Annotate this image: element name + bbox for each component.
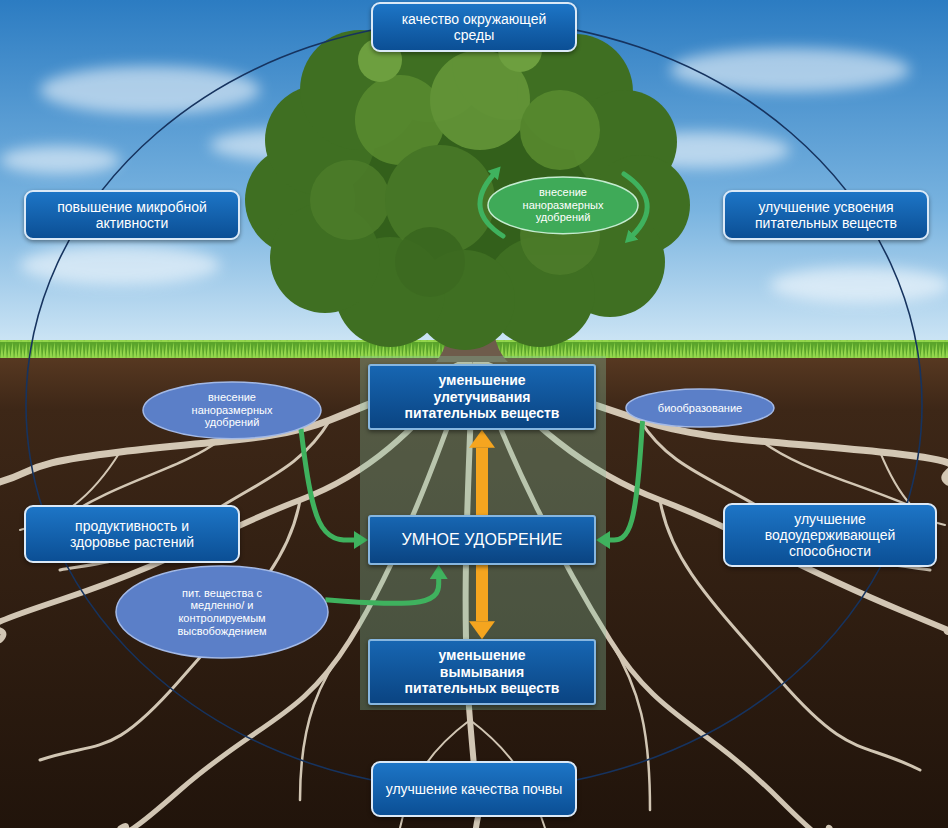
outcome-box: улучшение усвоения питательных веществ <box>723 190 929 240</box>
soil <box>0 352 948 828</box>
oval-shape <box>116 566 328 658</box>
cloud <box>770 267 948 303</box>
core-box: УМНОЕ УДОБРЕНИЕ <box>368 515 596 565</box>
method-oval: внесение наноразмерных удобрений <box>487 176 639 235</box>
influence-arrow <box>610 421 643 540</box>
highlight-panel <box>360 356 606 710</box>
node-text: внесение наноразмерных удобрений <box>513 186 613 224</box>
soil <box>0 352 948 828</box>
highlight-panel <box>360 356 606 710</box>
node-text: УМНОЕ УДОБРЕНИЕ <box>402 531 563 550</box>
influence-arrow <box>301 429 354 540</box>
cycle-circle <box>26 20 922 790</box>
sky <box>0 0 948 352</box>
cloud <box>670 48 910 92</box>
flow-arrow <box>476 448 488 515</box>
node-text: качество окружающей среды <box>384 11 564 43</box>
method-oval: внесение наноразмерных удобрений <box>142 381 322 440</box>
node-text: пит. вещества с медленно/ и контролируем… <box>166 587 278 638</box>
node-text: продуктивность и здоровье растений <box>52 518 212 550</box>
outcome-box: улучшение водоудерживающей способности <box>723 503 937 567</box>
tree <box>310 28 600 297</box>
node-text: улучшение усвоения питательных веществ <box>736 199 916 231</box>
flow-arrow <box>476 565 488 621</box>
effect-box: уменьшение вымывания питательных веществ <box>368 639 596 705</box>
node-text: биообразование <box>658 402 742 415</box>
cycle-circle <box>26 20 922 790</box>
node-text: уменьшение вымывания питательных веществ <box>398 647 566 697</box>
outcome-box: качество окружающей среды <box>371 2 577 52</box>
node-text: улучшение качества почвы <box>386 781 563 797</box>
cloud <box>0 146 120 174</box>
oval-shape <box>143 382 321 439</box>
node-text: внесение наноразмерных удобрений <box>182 391 282 429</box>
tree <box>245 2 690 362</box>
tree-roots <box>300 640 350 800</box>
outcome-box: продуктивность и здоровье растений <box>24 505 240 563</box>
tree <box>245 2 690 350</box>
outcome-box: улучшение качества почвы <box>371 761 577 817</box>
node-text: уменьшение улетучивания питательных веще… <box>398 372 566 422</box>
outcome-box: повышение микробной активности <box>24 190 240 240</box>
effect-box: уменьшение улетучивания питательных веще… <box>368 364 596 430</box>
tree <box>520 90 600 170</box>
tree-roots <box>610 640 650 810</box>
method-oval: пит. вещества с медленно/ и контролируем… <box>115 565 329 659</box>
oval-shape <box>626 389 774 427</box>
node-text: повышение микробной активности <box>37 199 227 231</box>
cloud <box>40 66 260 114</box>
oval-shape <box>488 177 638 234</box>
method-oval: биообразование <box>625 388 775 428</box>
tree-roots <box>760 440 920 510</box>
influence-arrow <box>325 579 438 603</box>
node-text: улучшение водоудерживающей способности <box>733 511 927 559</box>
cycle-arrows <box>480 174 647 236</box>
tree <box>310 160 390 240</box>
tree <box>395 227 465 297</box>
